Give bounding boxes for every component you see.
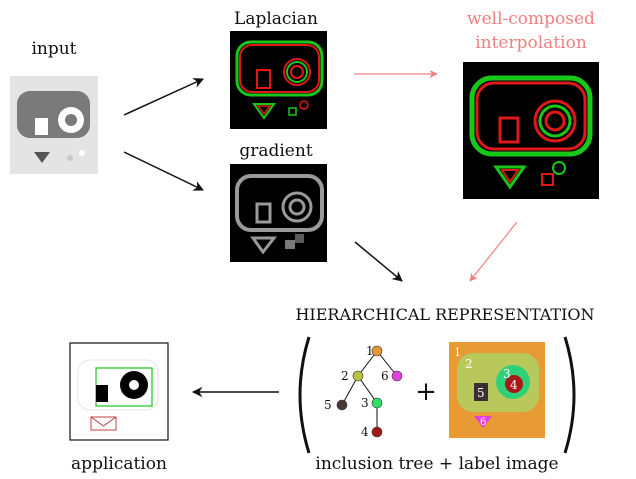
label-image-num-1: 1: [454, 346, 461, 359]
tree-node-6: [391, 370, 403, 382]
application-label: application: [71, 454, 167, 474]
tree-node-1: [371, 345, 383, 357]
arrow-input-to-laplacian: [123, 78, 204, 116]
arrow-wellcomposed-to-hierarchy: [469, 221, 518, 282]
label-image-num-3: 3: [503, 367, 511, 381]
tree-node-3-label: 3: [361, 396, 369, 410]
plus-sign: +: [415, 377, 437, 407]
gradient-label: gradient: [239, 141, 312, 161]
arrow-input-to-gradient: [123, 151, 204, 191]
label-image-num-4: 4: [510, 378, 518, 392]
right-parenthesis: [563, 336, 576, 454]
tree-node-4: [371, 426, 383, 438]
tree-node-4-label: 4: [361, 425, 369, 439]
tree-node-1-label: 1: [366, 344, 374, 358]
label-image: 1 2 3 4 5 6: [449, 342, 545, 438]
hierarchical-label: HIERARCHICAL REPRESENTATION: [295, 305, 594, 324]
input-label: input: [31, 39, 76, 59]
label-image-num-5: 5: [477, 386, 485, 400]
tree-node-5-label: 5: [324, 398, 332, 412]
application-image: [69, 342, 169, 441]
tree-node-5: [336, 399, 348, 411]
laplacian-image: [230, 31, 327, 129]
well-composed-label-line1: well-composed: [467, 9, 595, 29]
bottom-caption: inclusion tree + label image: [315, 454, 558, 474]
well-composed-label-line2: interpolation: [475, 33, 587, 53]
tree-node-3: [371, 397, 383, 409]
tree-node-2-label: 2: [341, 369, 349, 383]
label-image-num-2: 2: [465, 357, 473, 371]
input-image: [10, 76, 98, 174]
laplacian-label: Laplacian: [234, 9, 318, 29]
tree-node-2: [352, 370, 364, 382]
left-parenthesis: [298, 336, 311, 454]
label-image-num-6: 6: [480, 417, 486, 428]
tree-node-6-label: 6: [381, 369, 389, 383]
gradient-image: [230, 164, 327, 262]
inclusion-tree: 1 2 6 5 3 4: [324, 344, 403, 439]
arrow-gradient-to-hierarchy: [354, 241, 403, 282]
well-composed-image: [463, 62, 599, 199]
